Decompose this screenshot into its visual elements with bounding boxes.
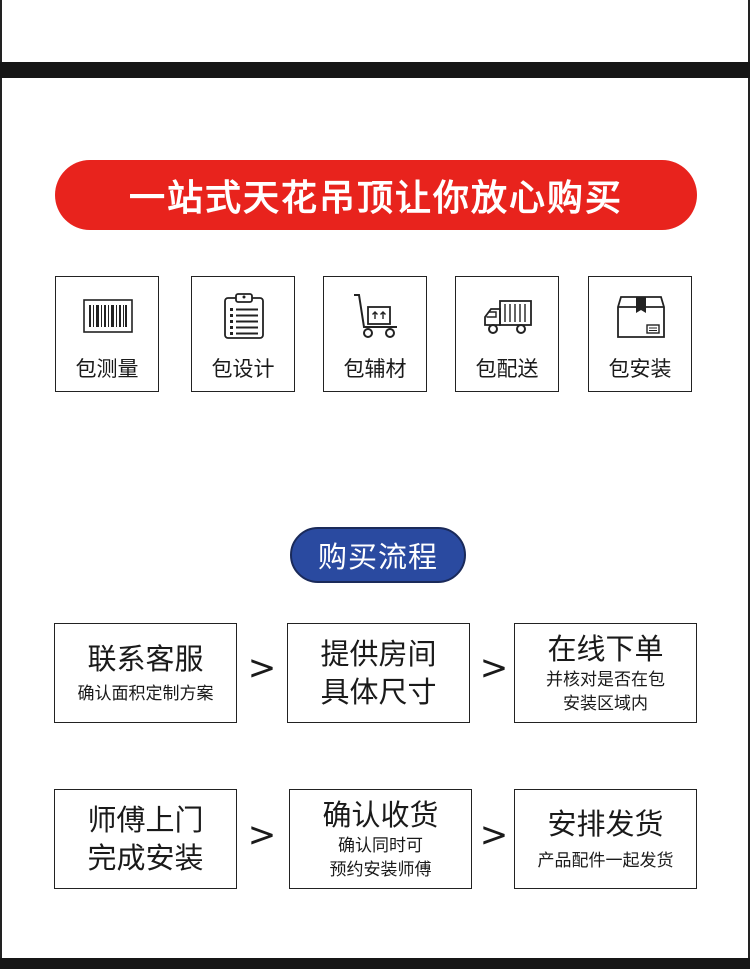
service-label: 包配送	[475, 357, 539, 381]
service-label: 包辅材	[343, 357, 407, 381]
right-border	[748, 0, 750, 969]
step-heading: 确认收货	[322, 798, 439, 832]
step-detail: 确认同时可	[338, 836, 423, 856]
headline-text: 一站式天花吊顶让你放心购买	[128, 178, 623, 219]
top-divider-bar	[0, 62, 750, 78]
next-arrow: >	[247, 815, 277, 855]
process-title: 购买流程	[317, 540, 438, 574]
left-border	[0, 0, 2, 969]
bottom-divider-bar	[0, 958, 750, 969]
step-detail: 预约安装师傅	[329, 860, 432, 880]
package-box-icon	[617, 296, 665, 338]
barcode-icon	[83, 299, 133, 333]
step-heading: 安排发货	[547, 807, 664, 841]
step-heading: 提供房间	[320, 637, 437, 671]
process-title-badge: 购买流程	[290, 527, 466, 583]
step-provide-dimensions: 提供房间 具体尺寸	[287, 623, 470, 723]
hand-truck-icon	[354, 294, 397, 338]
headline-banner: 一站式天花吊顶让你放心购买	[55, 160, 697, 230]
service-label: 包测量	[75, 357, 139, 381]
step-place-order: 在线下单 并核对是否在包 安装区域内	[514, 623, 697, 723]
step-detail: 安装区域内	[563, 694, 648, 714]
clipboard-icon	[224, 293, 264, 339]
step-detail: 确认面积定制方案	[77, 684, 214, 704]
step-detail: 产品配件一起发货	[537, 851, 674, 871]
service-measure: 包测量	[55, 276, 159, 392]
step-heading: 具体尺寸	[320, 675, 437, 709]
step-heading: 完成安装	[87, 841, 204, 875]
step-heading: 联系客服	[87, 642, 204, 676]
next-arrow: >	[247, 648, 277, 688]
service-design: 包设计	[191, 276, 295, 392]
next-arrow: >	[479, 815, 509, 855]
step-contact-service: 联系客服 确认面积定制方案	[54, 623, 237, 723]
truck-icon	[484, 300, 532, 334]
step-confirm-receipt: 确认收货 确认同时可 预约安装师傅	[289, 789, 472, 889]
step-heading: 师傅上门	[87, 803, 204, 837]
service-label: 包设计	[211, 357, 275, 381]
step-technician-install: 师傅上门 完成安装	[54, 789, 237, 889]
next-arrow: >	[479, 648, 509, 688]
step-heading: 在线下单	[547, 632, 664, 666]
service-installation: 包安装	[588, 276, 692, 392]
step-arrange-shipping: 安排发货 产品配件一起发货	[514, 789, 697, 889]
service-label: 包安装	[608, 357, 672, 381]
service-delivery: 包配送	[455, 276, 559, 392]
service-materials: 包辅材	[323, 276, 427, 392]
step-detail: 并核对是否在包	[546, 670, 665, 690]
